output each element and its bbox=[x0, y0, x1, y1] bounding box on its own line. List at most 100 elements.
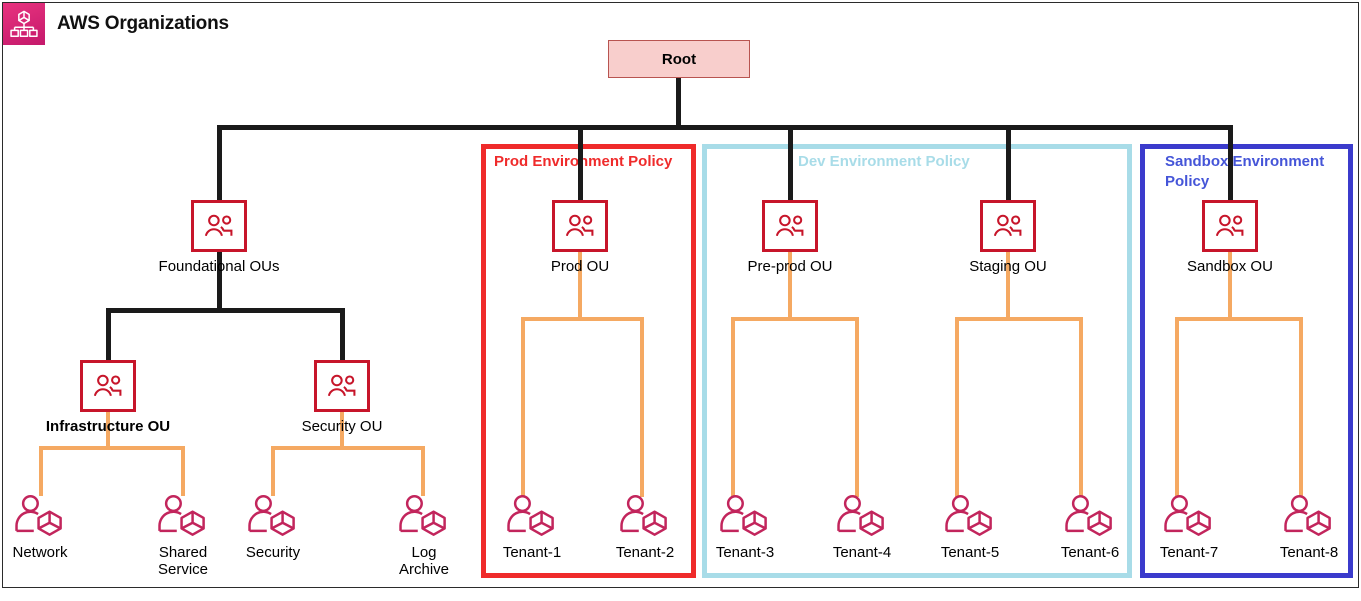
node-ou-preprod-label: Pre-prod OU bbox=[747, 258, 833, 275]
node-account-security[interactable]: Security bbox=[213, 492, 333, 561]
edge-preprod-to-tenant-4 bbox=[855, 317, 859, 497]
node-ou-foundational[interactable]: Foundational OUs bbox=[139, 200, 299, 276]
edge-preprod-bus bbox=[731, 317, 859, 321]
node-account-tenant-1-label: Tenant-1 bbox=[502, 544, 562, 561]
node-ou-prod[interactable]: Prod OU bbox=[500, 200, 660, 276]
policy-group-sandbox[interactable] bbox=[1140, 144, 1353, 578]
edge-sandbox-bus bbox=[1175, 317, 1303, 321]
node-ou-sandbox[interactable]: Sandbox OU bbox=[1150, 200, 1310, 276]
node-ou-security[interactable]: Security OU bbox=[262, 360, 422, 436]
organizational-unit-icon bbox=[191, 200, 247, 252]
edge-security-to-security-account bbox=[271, 446, 275, 496]
node-account-tenant-3[interactable]: Tenant-3 bbox=[685, 492, 805, 561]
aws-organizations-icon bbox=[3, 3, 45, 45]
aws-account-icon bbox=[833, 492, 891, 540]
node-account-shared-service-label: Shared Service bbox=[157, 544, 209, 578]
edge-foundational-to-infrastructure bbox=[106, 308, 111, 363]
organizational-unit-icon bbox=[980, 200, 1036, 252]
node-ou-infrastructure-label: Infrastructure OU bbox=[45, 418, 171, 435]
node-account-log-archive[interactable]: Log Archive bbox=[364, 492, 484, 578]
node-ou-foundational-label: Foundational OUs bbox=[158, 258, 280, 275]
aws-account-icon bbox=[154, 492, 212, 540]
node-account-log-archive-label: Log Archive bbox=[398, 544, 450, 578]
edge-sandbox-to-tenant-7 bbox=[1175, 317, 1179, 497]
edge-staging-to-tenant-5 bbox=[955, 317, 959, 497]
aws-account-icon bbox=[1280, 492, 1338, 540]
edge-root-to-preprod bbox=[788, 125, 793, 203]
edge-infrastructure-stem bbox=[106, 412, 110, 450]
node-ou-prod-label: Prod OU bbox=[550, 258, 610, 275]
node-account-tenant-4-label: Tenant-4 bbox=[832, 544, 892, 561]
node-account-tenant-4[interactable]: Tenant-4 bbox=[802, 492, 922, 561]
edge-infrastructure-bus bbox=[39, 446, 185, 450]
node-ou-staging[interactable]: Staging OU bbox=[928, 200, 1088, 276]
node-account-network-label: Network bbox=[12, 544, 68, 561]
node-account-tenant-6-label: Tenant-6 bbox=[1060, 544, 1120, 561]
node-account-tenant-7-label: Tenant-7 bbox=[1159, 544, 1219, 561]
aws-account-icon bbox=[1061, 492, 1119, 540]
node-root[interactable]: Root bbox=[608, 40, 750, 78]
node-ou-preprod[interactable]: Pre-prod OU bbox=[710, 200, 870, 276]
organizational-unit-icon bbox=[762, 200, 818, 252]
aws-account-icon bbox=[616, 492, 674, 540]
edge-infrastructure-to-network bbox=[39, 446, 43, 496]
edge-root-to-prod bbox=[578, 125, 583, 203]
node-account-tenant-8[interactable]: Tenant-8 bbox=[1249, 492, 1361, 561]
policy-group-sandbox-label: Sandbox Environment Policy bbox=[1165, 153, 1325, 190]
node-ou-security-label: Security OU bbox=[301, 418, 383, 435]
edge-preprod-to-tenant-3 bbox=[731, 317, 735, 497]
policy-group-prod-label: Prod Environment Policy bbox=[494, 153, 673, 170]
aws-account-icon bbox=[244, 492, 302, 540]
edge-root-stem bbox=[676, 78, 681, 128]
edge-prod-bus bbox=[521, 317, 644, 321]
node-account-security-label: Security bbox=[245, 544, 301, 561]
edge-root-bus bbox=[217, 125, 1233, 130]
policy-group-prod[interactable] bbox=[481, 144, 696, 578]
edge-prod-to-tenant-1 bbox=[521, 317, 525, 497]
aws-account-icon bbox=[503, 492, 561, 540]
edge-staging-bus bbox=[955, 317, 1083, 321]
edge-prod-to-tenant-2 bbox=[640, 317, 644, 497]
node-ou-sandbox-label: Sandbox OU bbox=[1187, 258, 1273, 275]
node-account-tenant-2[interactable]: Tenant-2 bbox=[585, 492, 705, 561]
edge-foundational-stem bbox=[217, 252, 222, 310]
node-account-tenant-1[interactable]: Tenant-1 bbox=[472, 492, 592, 561]
node-account-tenant-7[interactable]: Tenant-7 bbox=[1129, 492, 1249, 561]
node-account-shared-service[interactable]: Shared Service bbox=[123, 492, 243, 578]
edge-root-to-foundational bbox=[217, 125, 222, 203]
node-account-tenant-5[interactable]: Tenant-5 bbox=[910, 492, 1030, 561]
edge-foundational-bus bbox=[106, 308, 345, 313]
edge-sandbox-to-tenant-8 bbox=[1299, 317, 1303, 497]
policy-group-dev-label: Dev Environment Policy bbox=[798, 153, 970, 170]
organizational-unit-icon bbox=[80, 360, 136, 412]
node-account-tenant-8-label: Tenant-8 bbox=[1279, 544, 1339, 561]
node-account-tenant-2-label: Tenant-2 bbox=[615, 544, 675, 561]
aws-account-icon bbox=[1160, 492, 1218, 540]
edge-sandbox-stem bbox=[1228, 252, 1232, 320]
node-account-network[interactable]: Network bbox=[0, 492, 100, 561]
node-account-tenant-3-label: Tenant-3 bbox=[715, 544, 775, 561]
aws-account-icon bbox=[395, 492, 453, 540]
edge-prod-stem bbox=[578, 252, 582, 320]
edge-foundational-to-security bbox=[340, 308, 345, 363]
aws-account-icon bbox=[11, 492, 69, 540]
aws-account-icon bbox=[716, 492, 774, 540]
page-title: AWS Organizations bbox=[57, 13, 229, 34]
edge-root-to-sandbox bbox=[1228, 125, 1233, 203]
aws-account-icon bbox=[941, 492, 999, 540]
node-ou-infrastructure[interactable]: Infrastructure OU bbox=[28, 360, 188, 436]
organizational-unit-icon bbox=[314, 360, 370, 412]
edge-infrastructure-to-shared-service bbox=[181, 446, 185, 496]
edge-staging-to-tenant-6 bbox=[1079, 317, 1083, 497]
node-ou-staging-label: Staging OU bbox=[969, 258, 1047, 275]
node-root-label: Root bbox=[661, 50, 697, 68]
edge-security-to-log-archive bbox=[421, 446, 425, 496]
edge-security-stem bbox=[340, 412, 344, 450]
node-account-tenant-6[interactable]: Tenant-6 bbox=[1030, 492, 1150, 561]
edge-preprod-stem bbox=[788, 252, 792, 320]
policy-group-dev[interactable] bbox=[702, 144, 1132, 578]
edge-root-to-staging bbox=[1006, 125, 1011, 203]
organizational-unit-icon bbox=[1202, 200, 1258, 252]
node-account-tenant-5-label: Tenant-5 bbox=[940, 544, 1000, 561]
